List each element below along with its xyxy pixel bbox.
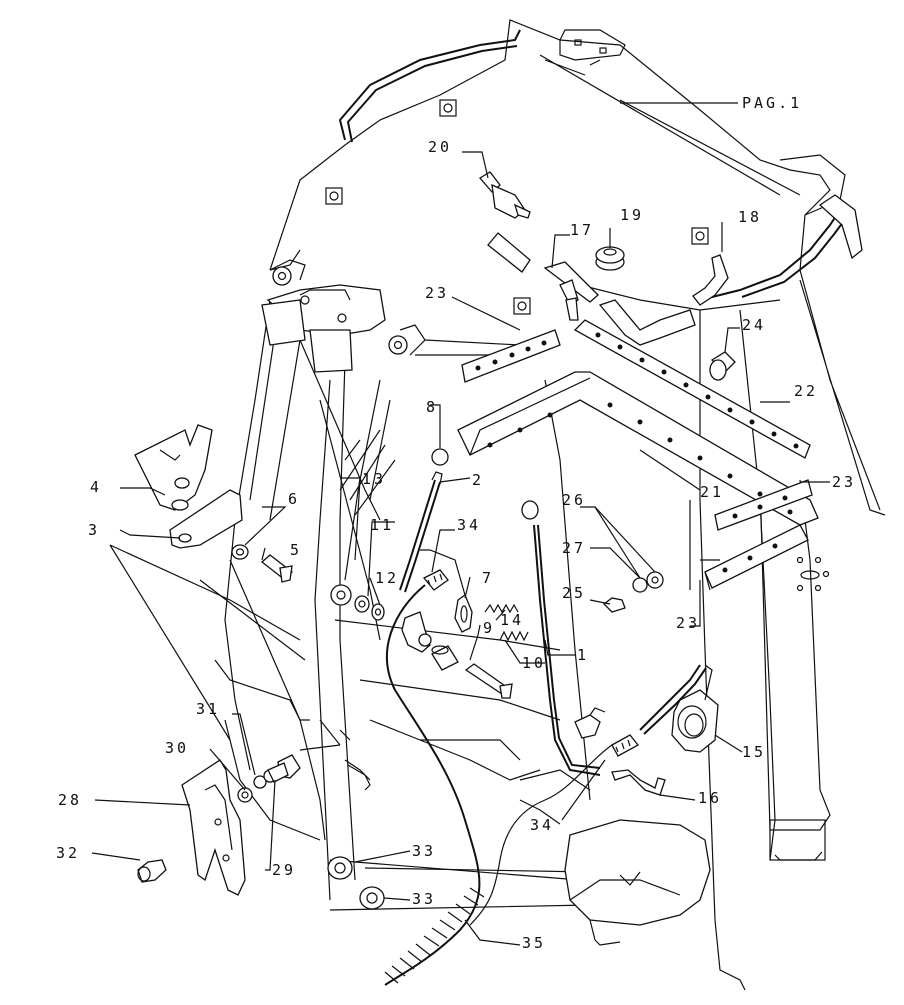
callout-16: 16 — [698, 789, 722, 807]
label-decals — [325, 99, 709, 315]
callout-30: 30 — [165, 739, 189, 757]
callout-25: 25 — [562, 584, 586, 602]
callout-24: 24 — [742, 316, 766, 334]
callout-5: 5 — [290, 541, 302, 559]
callout-9: 9 — [483, 619, 495, 637]
callout-15: 15 — [742, 743, 766, 761]
callout-8: 8 — [426, 398, 438, 416]
callout-31: 31 — [196, 700, 220, 718]
callout-12: 12 — [375, 569, 399, 587]
page-ref-label: PAG.1 — [742, 94, 802, 112]
callout-23-a: 23 — [425, 284, 449, 302]
callout-23-b: 23 — [832, 473, 856, 491]
callout-33-b: 33 — [412, 890, 436, 908]
leader-lines — [91, 102, 830, 946]
callout-2: 2 — [472, 471, 484, 489]
callout-7: 7 — [482, 569, 494, 587]
callout-4: 4 — [90, 478, 102, 496]
callout-6: 6 — [288, 490, 300, 508]
cab-frame — [214, 19, 886, 991]
callout-29: 29 — [272, 861, 296, 879]
callout-26: 26 — [562, 491, 586, 509]
callout-28: 28 — [58, 791, 82, 809]
callout-34-a: 34 — [457, 516, 481, 534]
parts — [134, 171, 819, 986]
callout-32: 32 — [56, 844, 80, 862]
part-20-fitting — [479, 171, 531, 219]
callout-21: 21 — [700, 483, 724, 501]
callout-14: 14 — [500, 611, 524, 629]
callout-23-c: 23 — [676, 614, 700, 632]
callout-33-a: 33 — [412, 842, 436, 860]
conduit-35-spiral — [384, 887, 485, 984]
callout-13: 13 — [362, 470, 386, 488]
callout-22: 22 — [794, 382, 818, 400]
callout-3: 3 — [88, 521, 100, 539]
callout-20: 20 — [428, 138, 452, 156]
callout-17: 17 — [570, 221, 594, 239]
callout-10: 10 — [522, 654, 546, 672]
callout-11: 11 — [370, 516, 394, 534]
callout-34-b: 34 — [530, 816, 554, 834]
callout-18: 18 — [738, 208, 762, 226]
callout-labels: PAG.1 20 19 18 17 23 24 22 8 2 13 21 23 … — [56, 94, 856, 952]
callout-1: 1 — [577, 646, 589, 664]
callout-19: 19 — [620, 206, 644, 224]
callout-35: 35 — [522, 934, 546, 952]
callout-27: 27 — [562, 539, 586, 557]
